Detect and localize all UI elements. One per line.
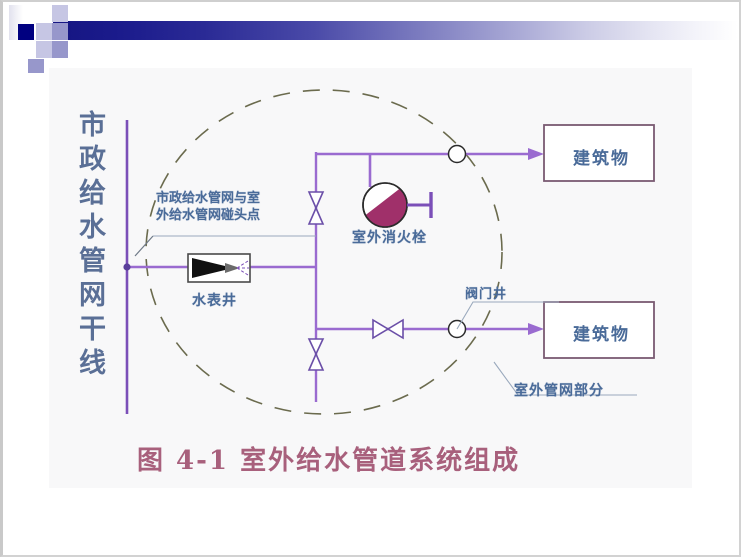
label-water-meter-well: 水表井 <box>192 293 237 309</box>
header-checker-g <box>52 41 68 58</box>
header-checker-f <box>36 41 52 58</box>
header-accent-square <box>18 24 34 40</box>
building-upper-label: 建筑物 <box>573 149 630 169</box>
building-lower-label: 建筑物 <box>573 325 630 345</box>
label-junction-line2: 外给水管网碰头点 <box>156 208 261 223</box>
header-checker-e <box>52 23 68 40</box>
header-gradient-band <box>53 21 738 40</box>
label-outdoor-network-part: 室外管网部分 <box>514 383 604 399</box>
label-valve-well: 阀门井 <box>465 287 508 302</box>
header-checker-c <box>52 5 68 22</box>
content-panel <box>49 68 692 488</box>
header-checker-d <box>36 23 52 40</box>
label-junction-line1: 市政给水管网与室 <box>156 191 261 206</box>
label-junction-point: 市政给水管网与室 外给水管网碰头点 <box>156 190 306 224</box>
label-outdoor-hydrant: 室外消火栓 <box>352 230 427 246</box>
vertical-title-municipal-main: 市政给水管网干线 <box>74 110 105 382</box>
header-checker-h <box>28 59 44 73</box>
figure-caption: 图 4-1 室外给水管道系统组成 <box>137 446 521 476</box>
